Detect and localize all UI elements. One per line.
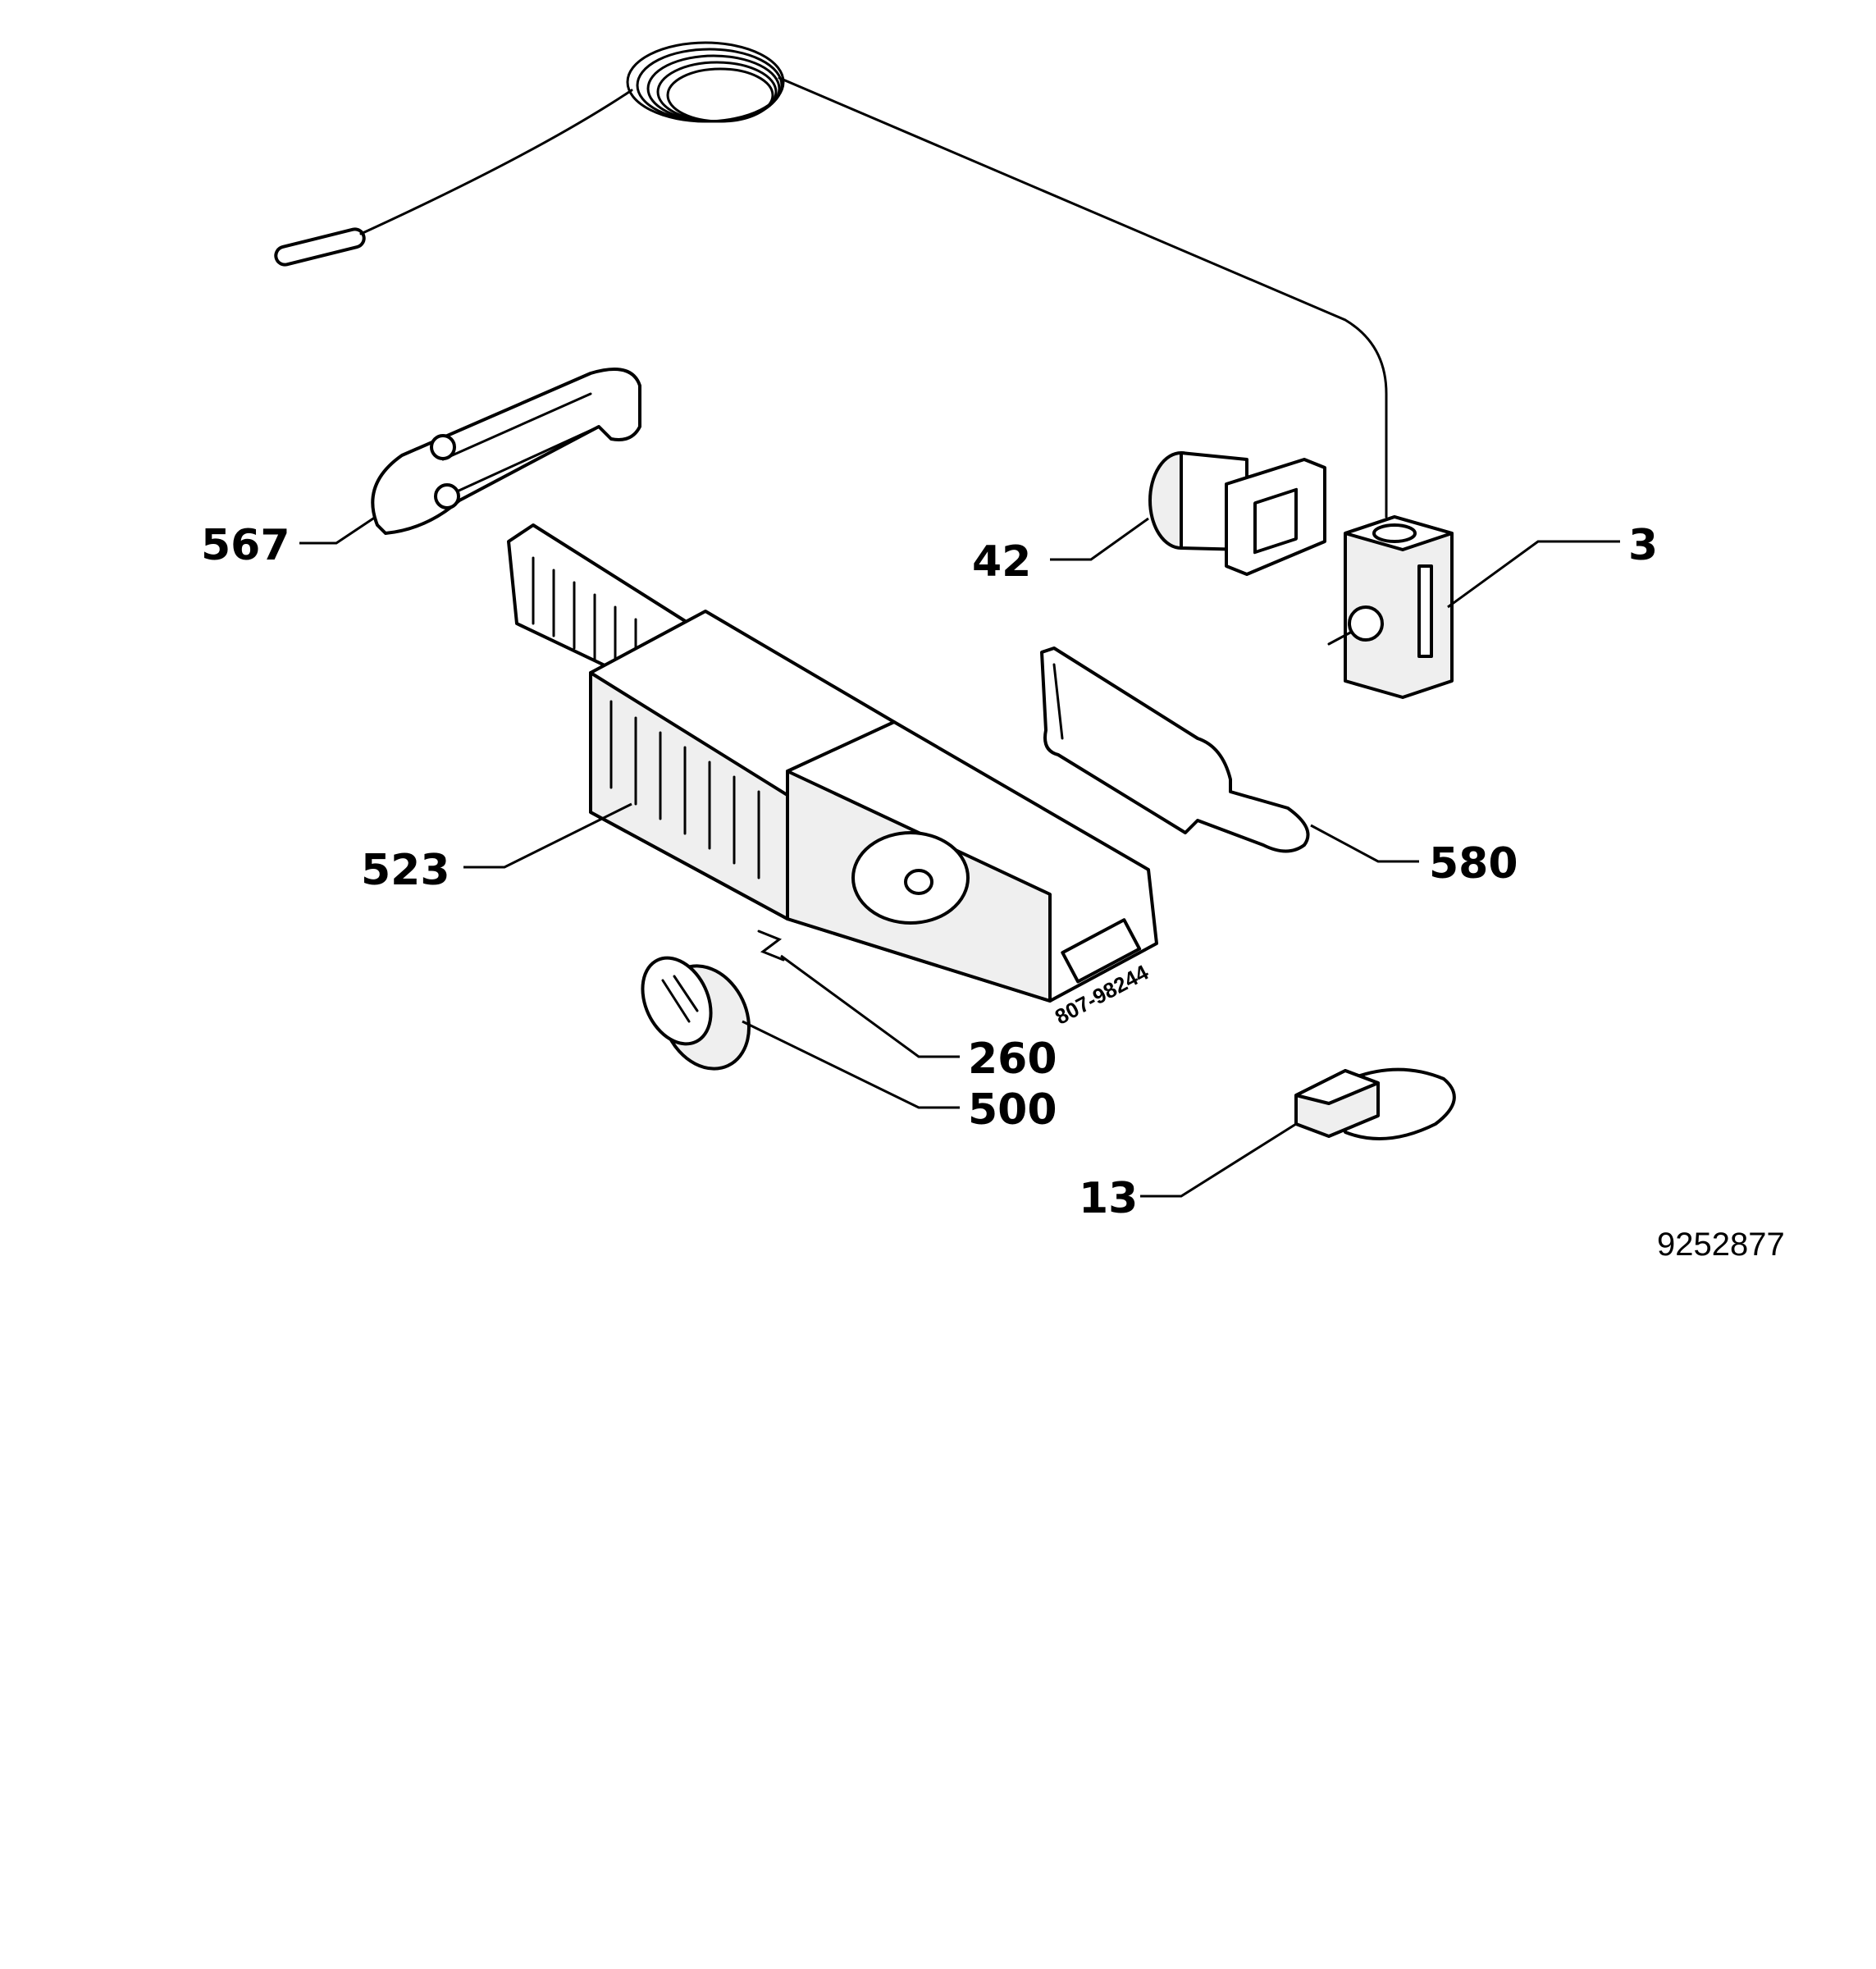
label-500: 500 <box>968 1085 1057 1135</box>
part-523-housing: 807-98244 <box>507 523 1158 1030</box>
label-523: 523 <box>361 846 450 895</box>
label-42: 42 <box>972 537 1031 587</box>
part-500-knob <box>641 956 751 1071</box>
label-260: 260 <box>968 1035 1057 1084</box>
part-3-thermostat <box>1327 515 1454 699</box>
leader-lines <box>299 515 1620 1198</box>
capillary-coil <box>626 41 785 123</box>
part-260-clip <box>757 930 785 962</box>
label-567: 567 <box>201 521 290 570</box>
diagram-reference-number: 9252877 <box>1657 1227 1785 1263</box>
housing-side-ribs <box>609 700 760 879</box>
part-42-lamp-holder <box>1148 451 1326 576</box>
capillary-tube <box>274 41 1388 519</box>
part-580-lamp-cover <box>1040 646 1310 853</box>
part-567-bracket <box>371 368 641 535</box>
label-3: 3 <box>1628 521 1658 570</box>
label-580: 580 <box>1429 839 1518 889</box>
label-13: 13 <box>1079 1174 1138 1223</box>
part-13-switch <box>1294 1067 1456 1140</box>
